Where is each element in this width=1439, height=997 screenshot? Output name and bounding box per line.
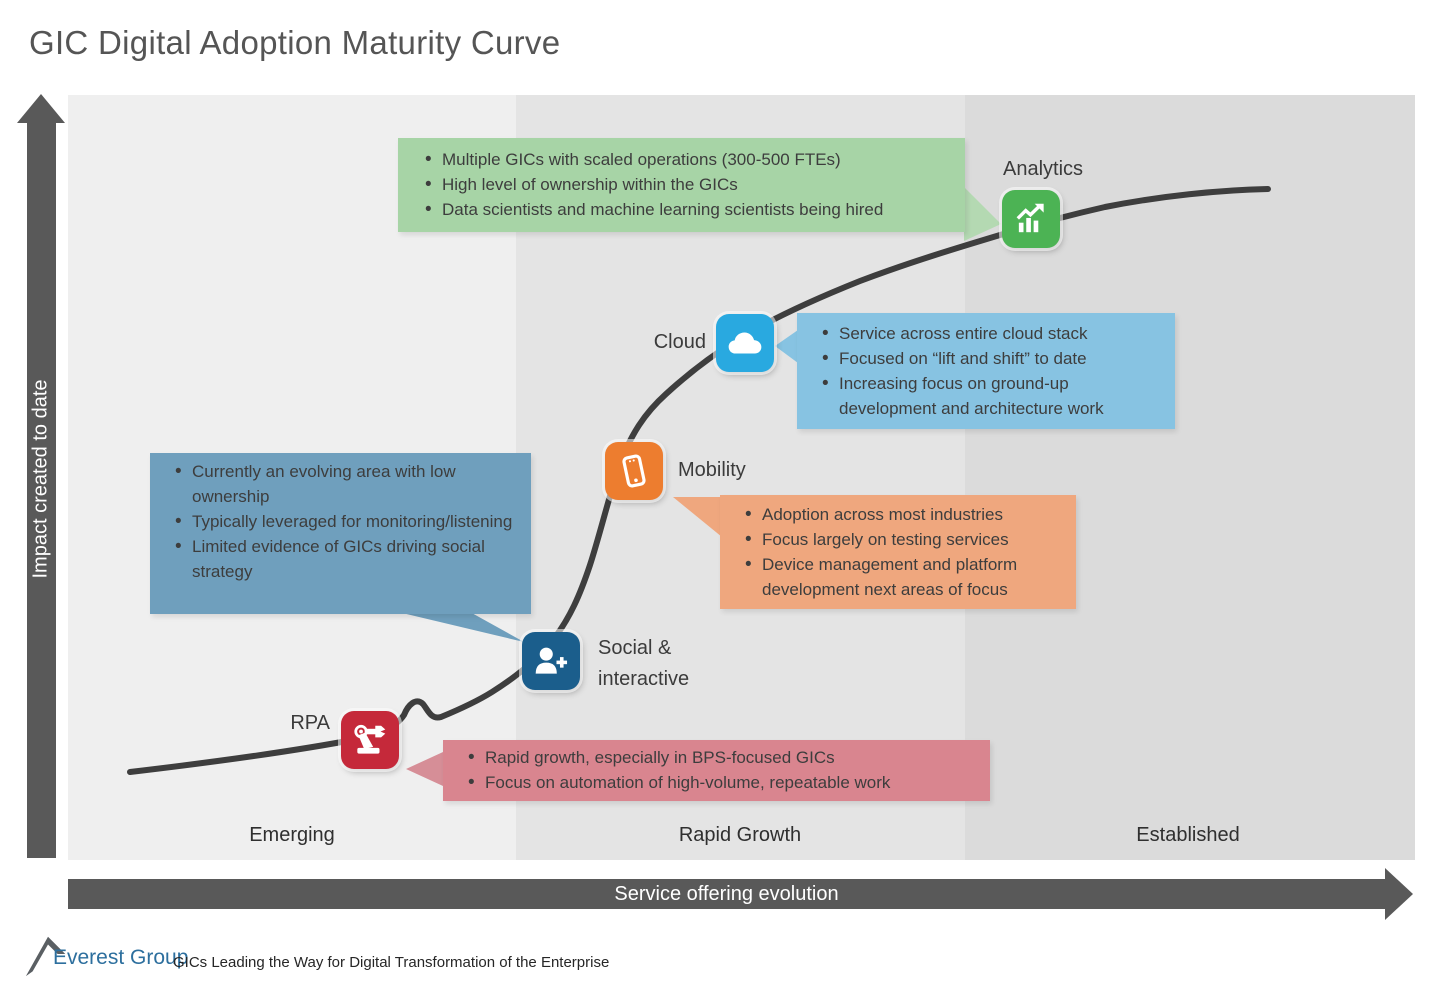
bullet-item: Limited evidence of GICs driving social … bbox=[166, 534, 521, 584]
rpa-label: RPA bbox=[290, 712, 330, 734]
mobility-label: Mobility bbox=[678, 459, 746, 481]
bullet-item: Adoption across most industries bbox=[736, 502, 1066, 527]
social-label: Social & interactive bbox=[598, 637, 690, 690]
bullet-item: Focus on automation of high-volume, repe… bbox=[459, 770, 980, 795]
zone-label-established: Established bbox=[1136, 824, 1240, 846]
bullet-item: Rapid growth, especially in BPS-focused … bbox=[459, 745, 980, 770]
robot-arm-icon bbox=[341, 711, 399, 769]
bullet-item: High level of ownership within the GICs bbox=[416, 172, 953, 197]
cloud-bullet-list: Service across entire cloud stack Focuse… bbox=[797, 313, 1175, 429]
x-axis-label: Service offering evolution bbox=[614, 882, 839, 905]
bullet-item: Multiple GICs with scaled operations (30… bbox=[416, 147, 953, 172]
social-bullet-list: Currently an evolving area with low owne… bbox=[150, 453, 531, 590]
bullet-item: Increasing focus on ground-up developmen… bbox=[813, 371, 1161, 421]
rpa-callout: Rapid growth, especially in BPS-focused … bbox=[443, 740, 990, 801]
x-axis-bar: Service offering evolution bbox=[68, 879, 1385, 909]
y-axis-bar bbox=[27, 121, 56, 858]
bullet-item: Service across entire cloud stack bbox=[813, 321, 1161, 346]
social-callout: Currently an evolving area with low owne… bbox=[150, 453, 531, 614]
analytics-callout: Multiple GICs with scaled operations (30… bbox=[398, 138, 965, 232]
mobility-callout: Adoption across most industries Focus la… bbox=[720, 495, 1076, 609]
zone-label-emerging: Emerging bbox=[249, 824, 335, 846]
zone-label-rapid-growth: Rapid Growth bbox=[678, 824, 802, 846]
y-axis-label: Impact created to date bbox=[29, 379, 52, 579]
bullet-item: Data scientists and machine learning sci… bbox=[416, 197, 953, 222]
bullet-item: Focused on “lift and shift” to date bbox=[813, 346, 1161, 371]
rpa-bullet-list: Rapid growth, especially in BPS-focused … bbox=[443, 740, 990, 800]
analytics-label: Analytics bbox=[1003, 158, 1084, 180]
y-axis-arrowhead-icon bbox=[17, 94, 65, 123]
everest-group-logo-icon bbox=[25, 936, 66, 977]
mobility-bullet-list: Adoption across most industries Focus la… bbox=[720, 495, 1076, 609]
footer-tagline: GICs Leading the Way for Digital Transfo… bbox=[173, 954, 610, 971]
brand-name: Everest Group bbox=[53, 946, 189, 969]
page-title: GIC Digital Adoption Maturity Curve bbox=[29, 24, 561, 61]
bullet-item: Device management and platform developme… bbox=[736, 552, 1066, 602]
growth-chart-icon bbox=[1002, 190, 1060, 248]
x-axis-arrowhead-icon bbox=[1385, 868, 1413, 920]
bullet-item: Focus largely on testing services bbox=[736, 527, 1066, 552]
cloud-icon bbox=[716, 314, 774, 372]
smartphone-icon bbox=[605, 442, 663, 500]
add-user-icon bbox=[522, 632, 580, 690]
bullet-item: Currently an evolving area with low owne… bbox=[166, 459, 521, 509]
cloud-callout: Service across entire cloud stack Focuse… bbox=[797, 313, 1175, 429]
bullet-item: Typically leveraged for monitoring/liste… bbox=[166, 509, 521, 534]
cloud-label: Cloud bbox=[653, 331, 706, 353]
analytics-bullet-list: Multiple GICs with scaled operations (30… bbox=[398, 138, 965, 231]
